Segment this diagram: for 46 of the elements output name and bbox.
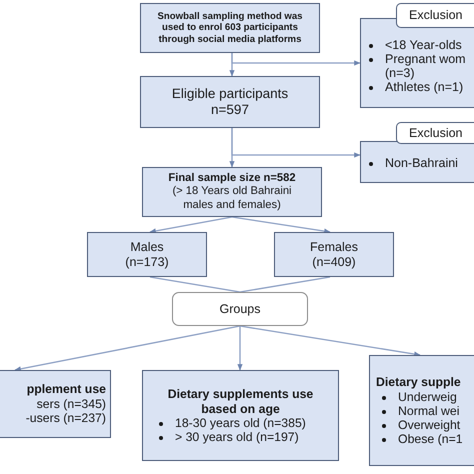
box-heading: Dietary supplements use based on age xyxy=(166,386,314,416)
connector-line xyxy=(150,276,240,293)
box-text: sers (n=345) xyxy=(36,396,106,412)
process-box xyxy=(140,76,320,128)
bullet-text: Obese (n=1 xyxy=(398,432,463,446)
arrow xyxy=(14,325,240,372)
process-box xyxy=(142,370,339,461)
arrow xyxy=(232,216,331,234)
arrow xyxy=(149,216,232,234)
box-heading: Final sample size n=582 xyxy=(167,172,297,186)
process-box xyxy=(140,3,320,53)
bullet-text: Overweight xyxy=(398,418,460,432)
box-heading: Snowball sampling method was used to enrol 603 participants through social media platforms xyxy=(156,10,304,46)
bullet-text: Normal wei xyxy=(398,404,460,418)
box-heading: Dietary supple xyxy=(376,375,462,390)
process-box xyxy=(87,232,207,277)
process-box xyxy=(369,355,474,466)
bullet-text: > 30 years old (n=197) xyxy=(175,430,299,444)
rounded-box xyxy=(172,292,308,326)
connector-line xyxy=(240,276,330,293)
arrow xyxy=(240,325,421,357)
bullet-text: <18 Year-olds xyxy=(385,38,462,52)
box-text: Males (n=173) xyxy=(124,240,170,270)
exclusion-tab xyxy=(396,122,474,144)
bullet-text: Pregnant wom (n=3) xyxy=(385,52,467,80)
exclusion-tab xyxy=(396,3,474,28)
bullet-text: Non-Bahraini xyxy=(385,156,458,170)
box-text: (> 18 Years old Bahraini males and females) xyxy=(171,185,293,212)
box-text: -users (n=237) xyxy=(24,411,106,426)
box-text: Eligible participants n=597 xyxy=(171,86,289,118)
box-text: Groups xyxy=(218,302,262,316)
arrow xyxy=(231,53,361,66)
process-box xyxy=(0,370,111,438)
box-text: Exclusion xyxy=(409,126,464,140)
box-text: Exclusion xyxy=(409,8,464,23)
arrow xyxy=(237,326,243,371)
exclusion-box xyxy=(360,18,474,108)
box-heading: pplement use xyxy=(26,382,106,397)
process-box xyxy=(142,167,322,217)
process-box xyxy=(274,232,394,277)
exclusion-box xyxy=(360,141,474,183)
bullet-text: Athletes (n=1) xyxy=(385,80,464,94)
box-text: Females (n=409) xyxy=(309,240,359,270)
bullet-text: Underweig xyxy=(398,390,457,404)
arrow xyxy=(231,128,361,158)
bullet-text: 18-30 years old (n=385) xyxy=(175,416,306,430)
